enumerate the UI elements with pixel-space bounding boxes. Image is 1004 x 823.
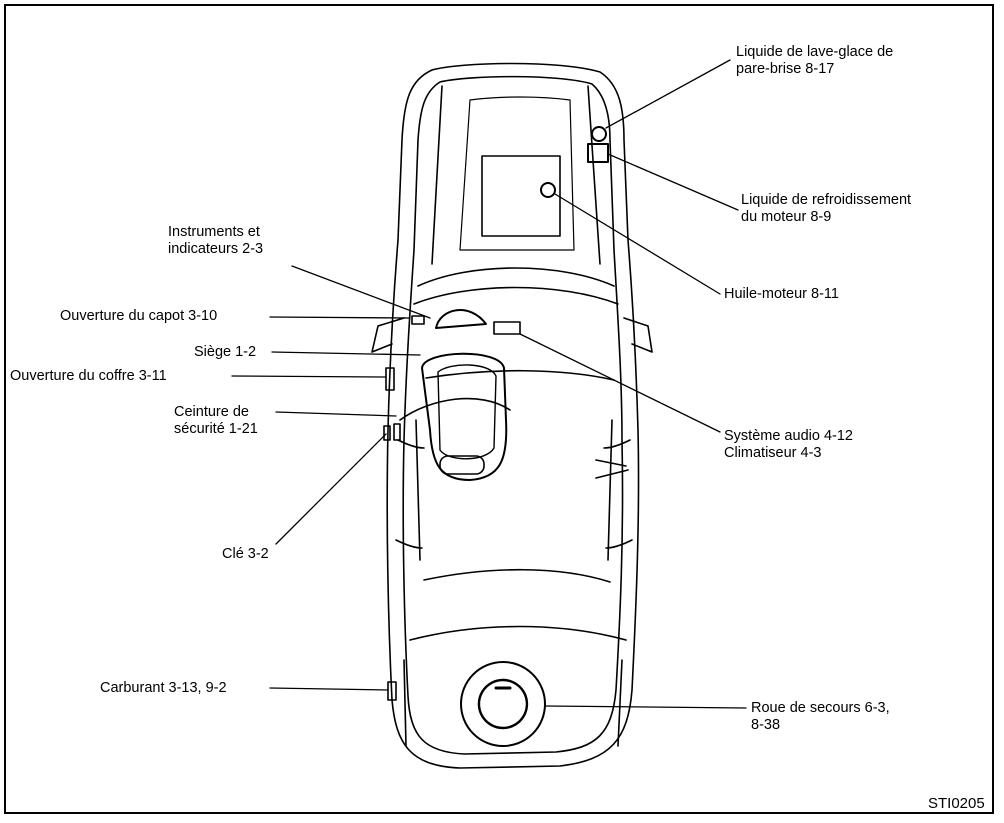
label-fuel: Carburant 3-13, 9-2 xyxy=(100,680,227,696)
label-instruments: Instruments et indicateurs 2-3 xyxy=(168,224,263,258)
pillar-right xyxy=(595,459,627,467)
label-coolant-line1: Liquide de refroidissement xyxy=(741,192,912,208)
label-washer-fluid-line2: pare-brise 8-17 xyxy=(736,61,835,77)
label-seat: Siège 1-2 xyxy=(194,344,257,360)
roof-side-right xyxy=(607,419,613,561)
label-instruments-line1: Instruments et xyxy=(168,224,260,240)
figure-code: STI0205 xyxy=(928,795,985,812)
spare-tire-outer xyxy=(460,661,546,747)
leader-fuel xyxy=(269,687,389,691)
label-seat-belt: Ceinture de sécurité 1-21 xyxy=(174,404,258,438)
driver-seat xyxy=(421,352,508,481)
mirror-left xyxy=(371,317,405,353)
trunk-line-r xyxy=(617,659,623,747)
headrest xyxy=(439,455,485,475)
leader-coolant xyxy=(607,153,739,211)
leader-seat xyxy=(271,351,421,356)
instrument-cluster xyxy=(435,309,487,329)
hood-release-lever xyxy=(411,315,425,325)
roof-front xyxy=(425,369,615,381)
engine-cover xyxy=(481,155,561,237)
pillar-right-2 xyxy=(595,469,629,479)
label-instruments-line2: indicateurs 2-3 xyxy=(168,241,264,257)
diagram-frame xyxy=(4,4,994,814)
label-spare-tire-line2: 8-38 xyxy=(751,717,781,733)
hood-line-left xyxy=(431,85,443,265)
label-audio: Système audio 4-12 Climatiseur 4-3 xyxy=(724,428,853,462)
door-line-right-1 xyxy=(603,439,631,449)
fuel-lid-opener xyxy=(387,681,397,701)
label-trunk-release: Ouverture du coffre 3-11 xyxy=(10,368,167,384)
oil-filler-cap xyxy=(540,182,556,198)
hood-line-right xyxy=(587,85,601,265)
leader-engine-oil xyxy=(554,193,721,295)
leader-spare-tire xyxy=(545,705,747,709)
label-seat-belt-line1: Ceinture de xyxy=(174,404,249,420)
audio-unit xyxy=(493,321,521,335)
label-audio-line1: Système audio 4-12 xyxy=(724,428,853,444)
spare-tire-inner xyxy=(477,678,529,730)
label-washer-fluid: Liquide de lave-glace de pare-brise 8-17 xyxy=(736,44,893,78)
trunk-line xyxy=(403,659,407,747)
label-engine-oil: Huile-moteur 8-11 xyxy=(724,286,839,302)
leader-washer-fluid xyxy=(605,59,731,129)
washer-fluid-cap xyxy=(591,126,607,142)
label-coolant: Liquide de refroidissement du moteur 8-9 xyxy=(741,192,911,226)
rear-window-2 xyxy=(409,625,627,641)
label-key: Clé 3-2 xyxy=(222,546,269,562)
label-coolant-line2: du moteur 8-9 xyxy=(741,209,832,225)
label-spare-tire: Roue de secours 6-3, 8-38 xyxy=(751,700,890,734)
label-hood-release: Ouverture du capot 3-10 xyxy=(60,308,218,324)
seat-inner xyxy=(437,364,497,460)
door-line-left-1 xyxy=(397,439,425,449)
rear-window xyxy=(423,568,611,583)
leader-instruments xyxy=(291,265,431,319)
leader-lines xyxy=(231,59,747,709)
label-audio-line2: Climatiseur 4-3 xyxy=(724,445,822,461)
seat-belt xyxy=(399,397,511,421)
roof-side-left xyxy=(415,419,421,561)
windshield-line xyxy=(413,286,619,305)
door-line-right-2 xyxy=(605,539,633,549)
leader-hood-release xyxy=(269,316,411,319)
leader-seat-belt xyxy=(275,411,397,417)
hood-center xyxy=(459,96,575,251)
label-seat-belt-line2: sécurité 1-21 xyxy=(174,421,258,437)
leader-key xyxy=(275,433,387,545)
label-washer-fluid-line1: Liquide de lave-glace de xyxy=(736,44,894,60)
label-spare-tire-line1: Roue de secours 6-3, xyxy=(751,700,890,716)
leader-trunk-release xyxy=(231,375,387,378)
key-slot-left xyxy=(383,425,391,441)
leader-audio xyxy=(519,333,721,433)
mirror-right xyxy=(623,317,653,353)
seat-belt-buckle xyxy=(393,423,401,441)
door-line-left-2 xyxy=(395,539,423,549)
windshield-top xyxy=(417,267,615,287)
coolant-reservoir xyxy=(587,143,609,163)
trunk-release-lever xyxy=(385,367,395,391)
